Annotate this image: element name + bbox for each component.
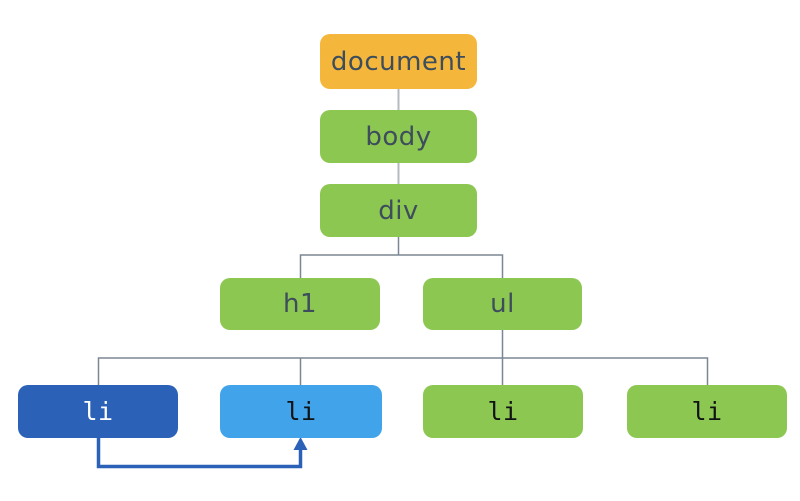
node-div: div xyxy=(320,184,477,237)
node-li-dark-blue-label: li xyxy=(82,397,114,426)
node-body: body xyxy=(320,110,477,163)
node-ul: ul xyxy=(423,278,582,330)
connector-div-children xyxy=(299,237,504,278)
node-li-green-b: li xyxy=(627,385,787,438)
node-document-label: document xyxy=(330,46,467,77)
node-li-green-b-label: li xyxy=(691,397,723,426)
node-li-light-blue-label: li xyxy=(285,397,317,426)
connector-ul-children xyxy=(97,330,709,385)
node-li-green-a: li xyxy=(423,385,583,438)
node-h1-label: h1 xyxy=(282,289,318,319)
node-h1: h1 xyxy=(220,278,380,330)
node-document: document xyxy=(320,34,477,89)
node-body-label: body xyxy=(365,121,432,152)
sibling-arrow-line xyxy=(96,438,303,469)
node-li-light-blue: li xyxy=(220,385,382,438)
node-li-green-a-label: li xyxy=(487,397,519,426)
node-ul-label: ul xyxy=(490,289,515,319)
node-div-label: div xyxy=(378,195,419,226)
sibling-arrow-head xyxy=(293,437,308,450)
node-li-dark-blue: li xyxy=(18,385,178,438)
